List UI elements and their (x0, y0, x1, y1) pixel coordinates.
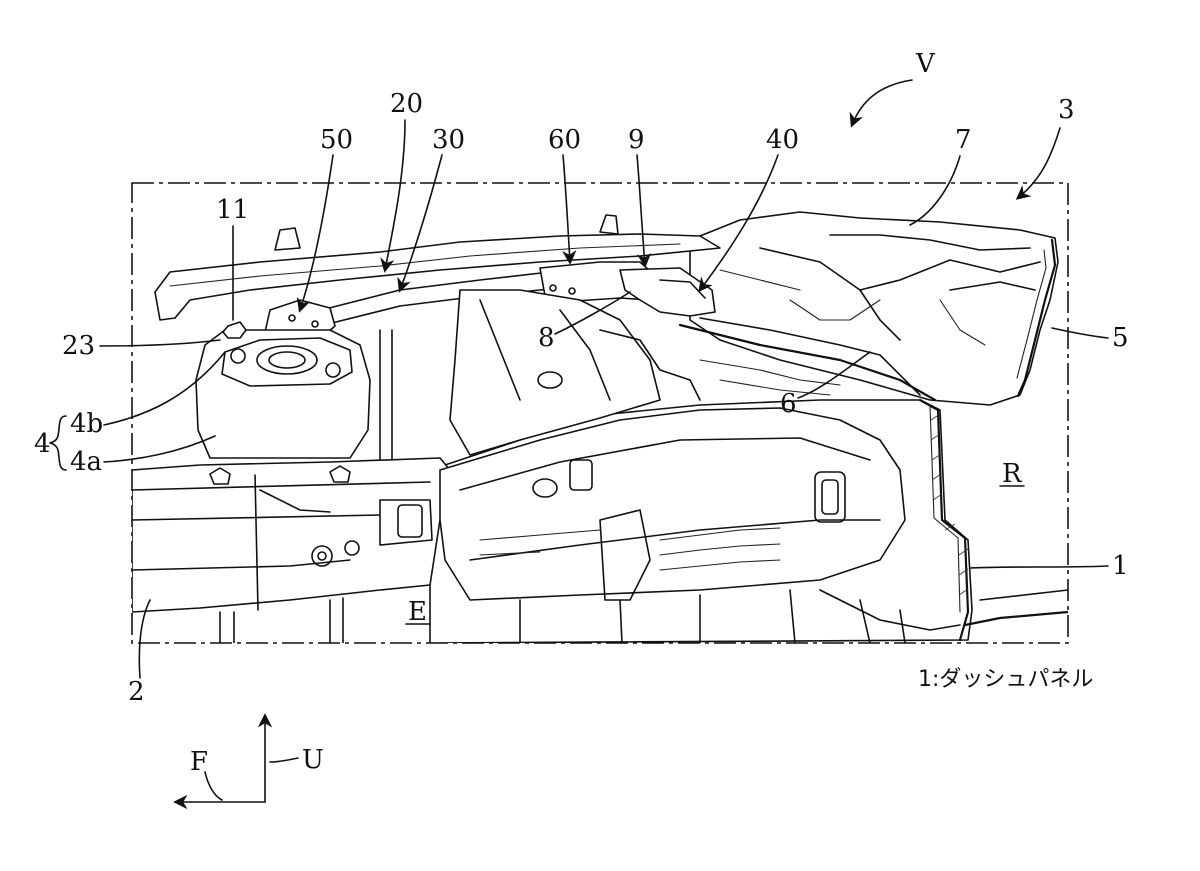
label-1: 1 (1112, 551, 1129, 581)
clip-8 (619, 267, 716, 317)
caption-dash-panel: 1:ダッシュパネル (918, 667, 1093, 692)
vehicle-body-drawing (132, 211, 1068, 643)
label-11: 11 (216, 195, 249, 225)
label-60: 60 (548, 125, 581, 155)
label-4: 4 (34, 429, 51, 459)
label-2: 2 (128, 677, 145, 707)
label-4a: 4a (70, 447, 102, 477)
label-4-brace (49, 415, 67, 471)
label-23: 23 (62, 331, 95, 361)
label-u: U (302, 745, 324, 775)
label-4b: 4b (70, 409, 103, 439)
label-30: 30 (432, 125, 465, 155)
label-40: 40 (766, 125, 799, 155)
view-arrow (849, 79, 913, 128)
direction-indicator (173, 713, 299, 810)
cowl-upper-5 (689, 211, 1059, 406)
label-9: 9 (628, 125, 645, 155)
label-50: 50 (320, 125, 353, 155)
dash-panel-hatching (930, 413, 969, 596)
label-5: 5 (1112, 323, 1129, 353)
label-8: 8 (538, 323, 555, 353)
label-7: 7 (955, 125, 972, 155)
label-6: 6 (780, 389, 797, 419)
nut-11 (222, 321, 247, 339)
boundary-frame (131, 182, 1069, 644)
label-f: F (190, 747, 208, 777)
side-member-2 (132, 457, 451, 613)
label-e: E (408, 597, 427, 627)
label-v: V (915, 49, 936, 79)
label-20: 20 (390, 89, 423, 119)
dash-reinforcement (439, 407, 906, 601)
front-rail-20 (154, 233, 721, 321)
label-3: 3 (1058, 95, 1075, 125)
strut-top-4b (221, 337, 353, 387)
label-r: R (1002, 459, 1023, 489)
